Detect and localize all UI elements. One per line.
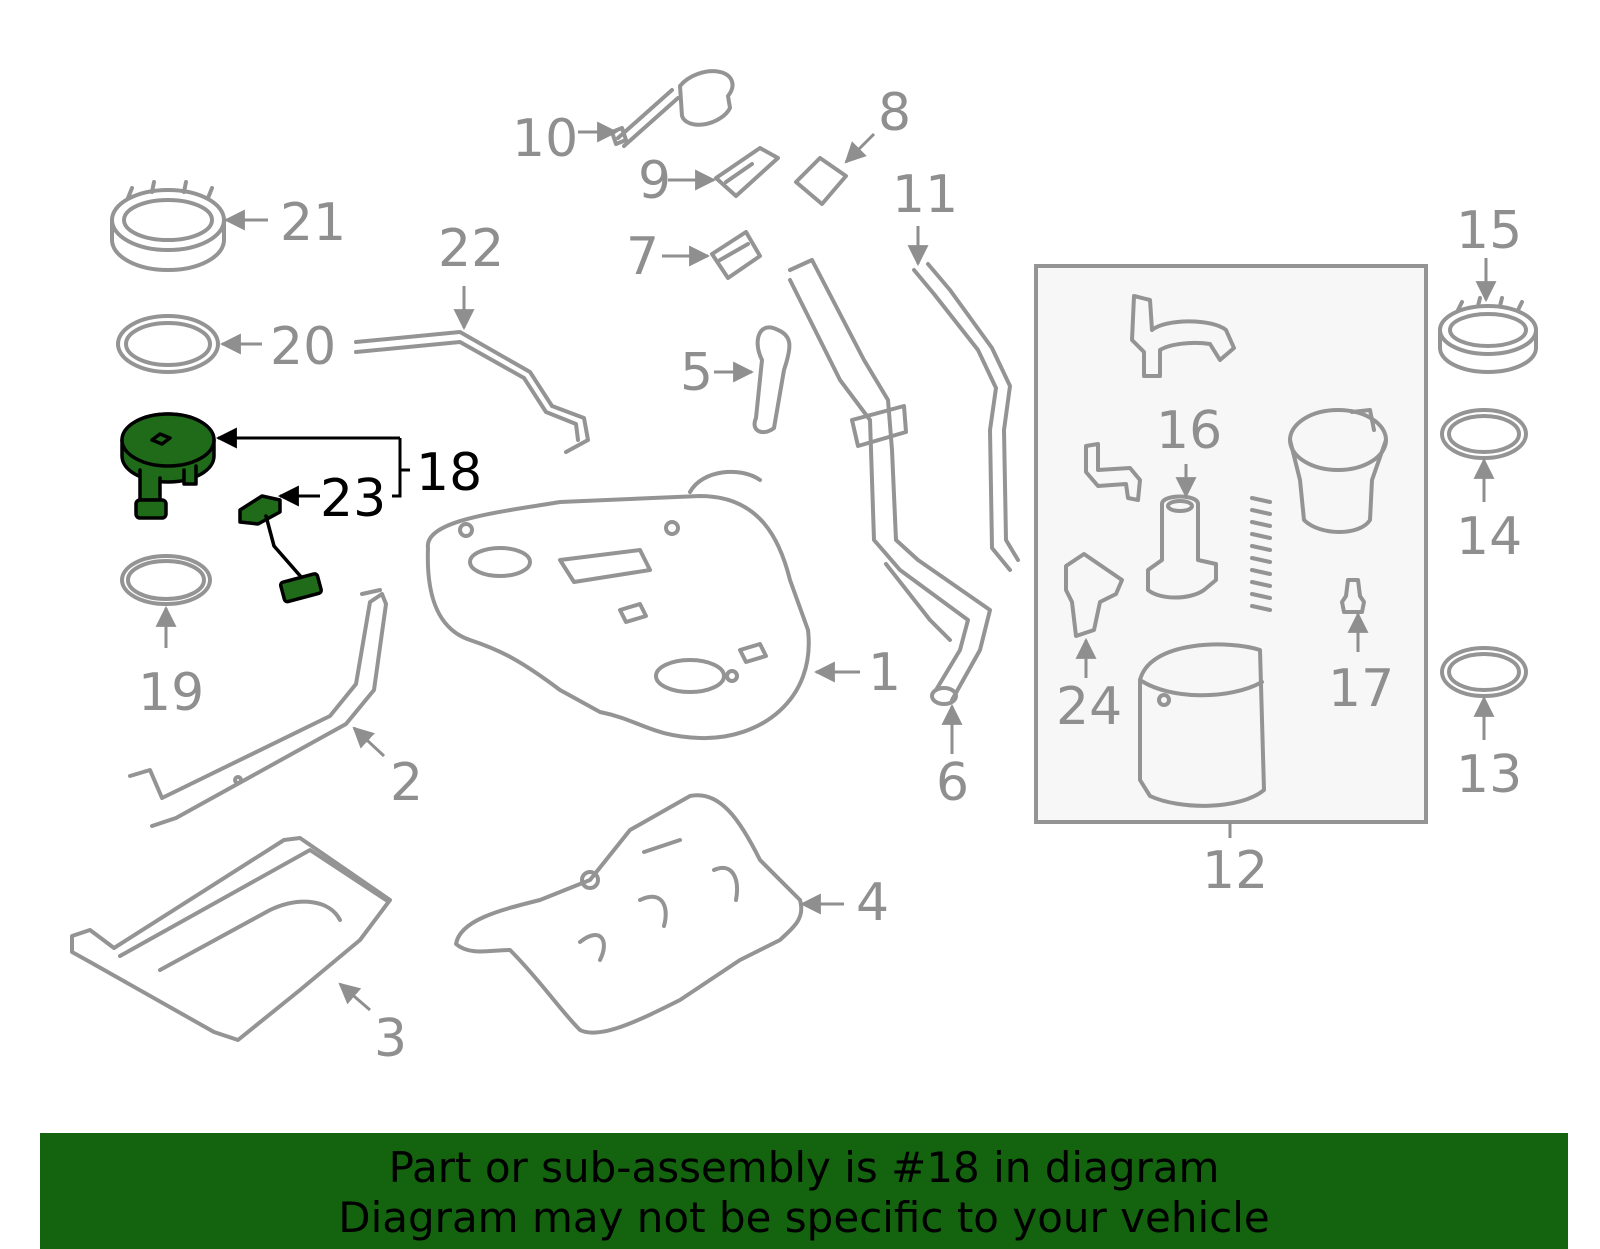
callout-11[interactable]: 11	[892, 165, 958, 225]
callout-3[interactable]: 3	[374, 1009, 407, 1069]
callout-24[interactable]: 24	[1056, 677, 1122, 737]
callout-12[interactable]: 12	[1202, 841, 1268, 901]
part-9-clip[interactable]	[714, 146, 780, 198]
banner-line-part: Part or sub-assembly is #18 in diagram	[388, 1143, 1220, 1192]
info-banner: Part or sub-assembly is #18 in diagram D…	[40, 1133, 1568, 1249]
callout-4[interactable]: 4	[856, 873, 889, 933]
part-19-o-ring[interactable]	[120, 554, 212, 606]
callout-21[interactable]: 21	[280, 193, 346, 253]
callout-19[interactable]: 19	[138, 663, 204, 723]
callout-23[interactable]: 23	[320, 469, 386, 529]
part-14-gasket[interactable]	[1440, 408, 1528, 460]
callout-17[interactable]: 17	[1328, 659, 1394, 719]
callout-9[interactable]: 9	[638, 151, 671, 211]
part-20-gasket[interactable]	[116, 314, 220, 374]
callout-7[interactable]: 7	[626, 227, 659, 287]
callout-13[interactable]: 13	[1456, 745, 1522, 805]
callout-15[interactable]: 15	[1456, 201, 1522, 261]
callout-20[interactable]: 20	[270, 317, 336, 377]
callout-22[interactable]: 22	[438, 219, 504, 279]
callout-1[interactable]: 1	[868, 643, 901, 703]
part-23-level-sensor[interactable]	[238, 494, 323, 604]
part-5-hose[interactable]	[752, 325, 792, 435]
part-3-shield[interactable]	[70, 836, 392, 1042]
part-13-o-ring[interactable]	[1440, 646, 1528, 698]
callout-2[interactable]: 2	[390, 753, 423, 813]
callout-5[interactable]: 5	[680, 343, 713, 403]
leader-lines	[155, 121, 1497, 1012]
part-7-bracket[interactable]	[710, 230, 762, 280]
callout-16[interactable]: 16	[1156, 401, 1222, 461]
part-18-sender-unit[interactable]	[120, 412, 216, 520]
part-4-heat-shield[interactable]	[454, 793, 804, 1035]
callout-14[interactable]: 14	[1456, 507, 1522, 567]
part-22-vent-line[interactable]	[354, 330, 590, 454]
part-12-pump-assembly-box[interactable]	[1034, 264, 1428, 824]
callout-10[interactable]: 10	[512, 109, 578, 169]
part-15-lock-ring[interactable]	[1438, 296, 1538, 374]
callout-labels: 1 2 3 4 5 6 7 8 9 10 11 12 13 14 15 16 1…	[138, 83, 1522, 1069]
callout-18[interactable]: 18	[416, 443, 482, 503]
part-2-strap[interactable]	[128, 588, 388, 828]
part-11-vent-tube[interactable]	[912, 262, 1020, 572]
part-8-plate[interactable]	[794, 156, 848, 206]
banner-line-disclaimer: Diagram may not be specific to your vehi…	[338, 1193, 1270, 1242]
part-10-tether[interactable]	[610, 69, 735, 148]
part-1-fuel-tank[interactable]	[425, 469, 811, 741]
part-21-lock-ring[interactable]	[110, 180, 226, 272]
part-6-filler-neck[interactable]	[788, 258, 992, 706]
callout-8[interactable]: 8	[878, 83, 911, 143]
callout-6[interactable]: 6	[936, 753, 969, 813]
